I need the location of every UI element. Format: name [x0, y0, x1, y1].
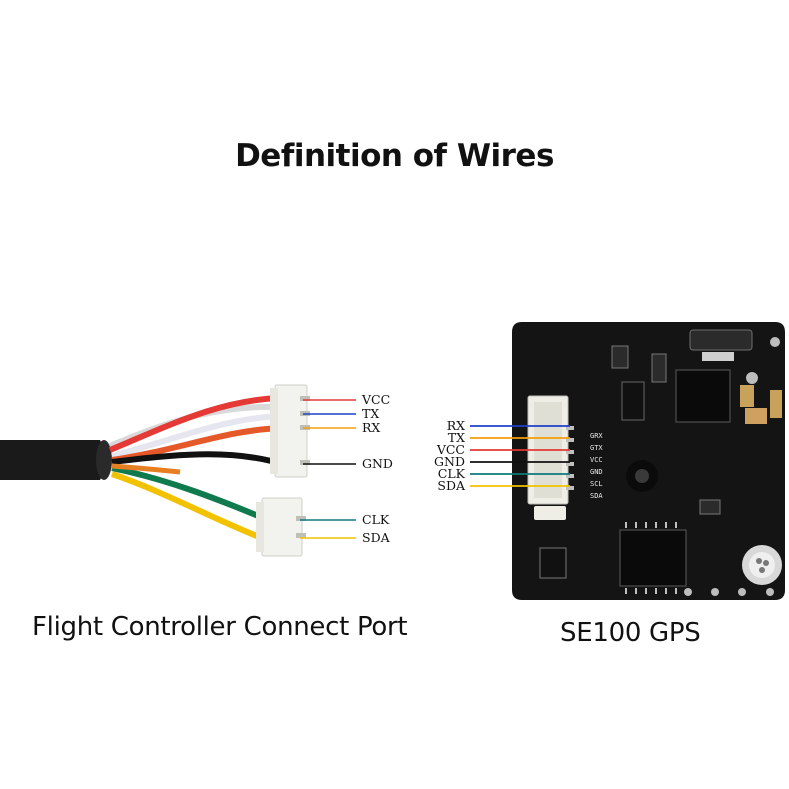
gps-connector	[527, 395, 574, 520]
cable-assembly: VCC TX RX GND CLK SDA	[0, 384, 393, 557]
wire-orange	[111, 463, 181, 475]
gps-caption: SE100 GPS	[560, 618, 701, 648]
wire-rx	[111, 425, 283, 463]
label-left-gnd: GND	[362, 456, 393, 471]
label-left-tx: TX	[362, 406, 379, 421]
gps-board: GRX GTX VCC GND SCL SDA	[512, 322, 785, 600]
flight-controller-caption: Flight Controller Connect Port	[32, 612, 408, 642]
label-left-clk: CLK	[362, 512, 390, 527]
label-right-gnd: GND	[434, 454, 465, 469]
label-left-sda: SDA	[362, 530, 391, 545]
label-right-vcc: VCC	[436, 442, 465, 457]
pcb-pin-label: VCC	[590, 456, 603, 464]
pcb-pin-label: GRX	[590, 432, 603, 440]
pcb-pin-label: GTX	[590, 444, 603, 452]
label-right-sda: SDA	[437, 478, 466, 493]
pcb-pin-label: SCL	[590, 480, 603, 488]
gps-chip	[675, 369, 731, 423]
black-cable	[0, 440, 106, 480]
wire-clk	[111, 465, 270, 523]
label-left-rx: RX	[362, 420, 380, 435]
connector-bottom	[256, 497, 306, 557]
wire-gnd	[111, 451, 283, 467]
page-title: Definition of Wires	[235, 138, 554, 174]
wire-sda	[111, 471, 264, 541]
wire-vcc	[108, 395, 281, 453]
flash-chip	[619, 529, 687, 587]
pcb-pin-label: SDA	[590, 492, 603, 500]
pcb-pin-label: GND	[590, 468, 603, 476]
tactile-button	[742, 545, 782, 585]
label-right-clk: CLK	[438, 466, 466, 481]
label-right-rx: RX	[447, 418, 465, 433]
label-left-vcc: VCC	[361, 392, 390, 407]
wire-tx	[111, 413, 283, 459]
label-right-tx: TX	[448, 430, 465, 445]
